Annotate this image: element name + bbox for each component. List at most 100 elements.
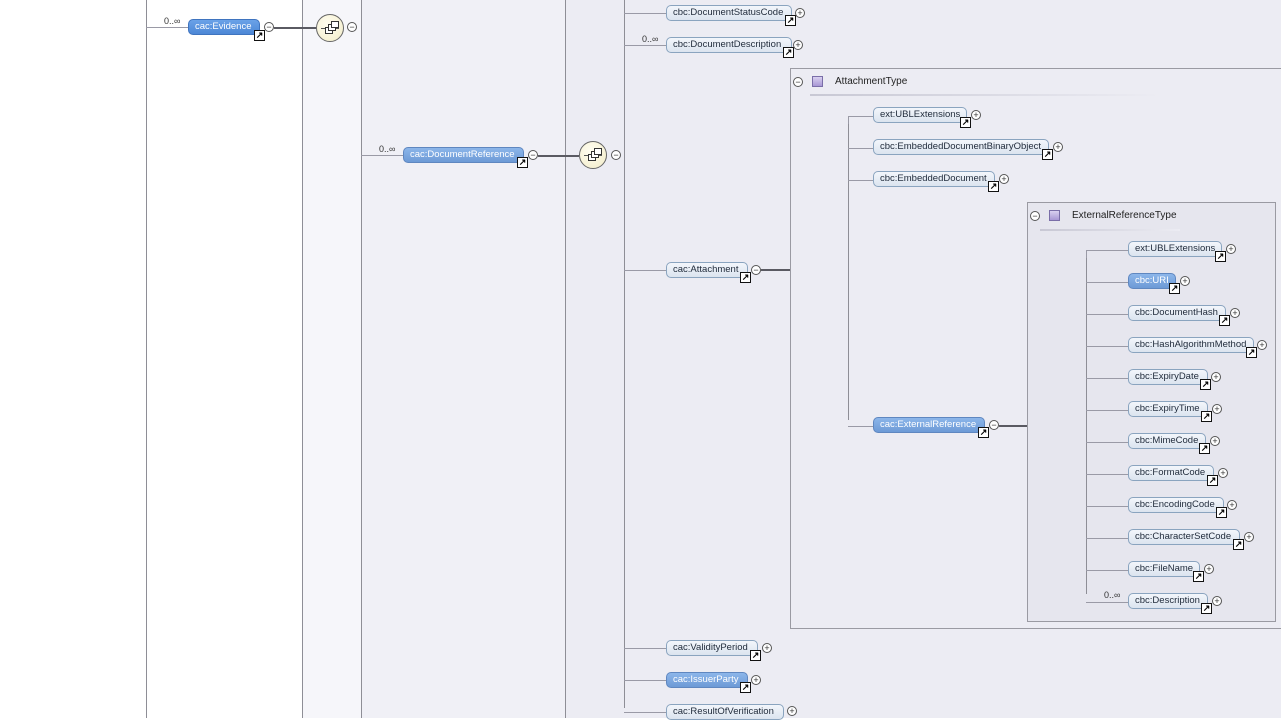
issuer-party-reference-icon[interactable]: ↗ <box>740 682 751 693</box>
external-reference-type-collapse-icon[interactable]: − <box>1030 211 1040 221</box>
external-reference-node[interactable]: cac:ExternalReference <box>873 417 985 433</box>
erc-expiry-time-label: cbc:ExpiryTime <box>1135 403 1200 414</box>
validity-period-reference-icon[interactable]: ↗ <box>750 650 761 661</box>
document-reference-node[interactable]: cac:DocumentReference <box>403 147 524 163</box>
attachment-node[interactable]: cac:Attachment <box>666 262 748 278</box>
erc-file-name-reference-icon[interactable]: ↗ <box>1193 571 1204 582</box>
evidence-reference-icon[interactable]: ↗ <box>254 30 265 41</box>
erc-document-hash-label: cbc:DocumentHash <box>1135 307 1218 318</box>
evidence-collapse-icon[interactable]: − <box>264 22 274 32</box>
document-description-node[interactable]: cbc:DocumentDescription <box>666 37 792 53</box>
validity-period-expand-icon[interactable]: + <box>762 643 772 653</box>
result-of-verification-node[interactable]: cac:ResultOfVerification <box>666 704 784 720</box>
erc-expiry-date-reference-icon[interactable]: ↗ <box>1200 379 1211 390</box>
erc-uri-node[interactable]: cbc:URI <box>1128 273 1176 289</box>
embedded-document-node[interactable]: cbc:EmbeddedDocument <box>873 171 995 187</box>
erc-ubl-extensions-label: ext:UBLExtensions <box>1135 243 1216 254</box>
attachment-collapse-icon[interactable]: − <box>751 265 761 275</box>
embedded-document-reference-icon[interactable]: ↗ <box>988 181 999 192</box>
erc-description-expand-icon[interactable]: + <box>1212 596 1222 606</box>
erc-hash-algorithm-reference-icon[interactable]: ↗ <box>1246 347 1257 358</box>
erc-uri-reference-icon[interactable]: ↗ <box>1169 283 1180 294</box>
attachment-trunk-cap <box>848 116 849 124</box>
erc-file-name-expand-icon[interactable]: + <box>1204 564 1214 574</box>
erc-document-hash-expand-icon[interactable]: + <box>1230 308 1240 318</box>
attachment-to-sequence-line <box>761 269 803 271</box>
issuer-party-label: cac:IssuerParty <box>673 674 739 685</box>
issuer-party-expand-icon[interactable]: + <box>751 675 761 685</box>
erc-mime-code-reference-icon[interactable]: ↗ <box>1199 443 1210 454</box>
validity-period-node[interactable]: cac:ValidityPeriod <box>666 640 758 656</box>
erc-format-code-node[interactable]: cbc:FormatCode <box>1128 465 1214 481</box>
document-reference-collapse-icon[interactable]: − <box>528 150 538 160</box>
erc-character-set-code-reference-icon[interactable]: ↗ <box>1233 539 1244 550</box>
document-description-expand-icon[interactable]: + <box>793 40 803 50</box>
attachment-trunk-top <box>848 116 873 117</box>
erc-description-reference-icon[interactable]: ↗ <box>1201 603 1212 614</box>
embedded-binary-node[interactable]: cbc:EmbeddedDocumentBinaryObject <box>873 139 1049 155</box>
erc-encoding-code-expand-icon[interactable]: + <box>1227 500 1237 510</box>
evidence-sequence-icon[interactable] <box>316 14 344 42</box>
attachment-ubl-extensions-node[interactable]: ext:UBLExtensions <box>873 107 967 123</box>
erc-expiry-date-node[interactable]: cbc:ExpiryDate <box>1128 369 1208 385</box>
document-description-connector <box>624 45 666 46</box>
document-status-code-expand-icon[interactable]: + <box>795 8 805 18</box>
erc-file-name-node[interactable]: cbc:FileName <box>1128 561 1200 577</box>
issuer-party-node[interactable]: cac:IssuerParty <box>666 672 748 688</box>
erc-mime-code-expand-icon[interactable]: + <box>1210 436 1220 446</box>
embedded-binary-reference-icon[interactable]: ↗ <box>1042 149 1053 160</box>
document-reference-reference-icon[interactable]: ↗ <box>517 157 528 168</box>
erc-expiry-time-reference-icon[interactable]: ↗ <box>1201 411 1212 422</box>
erc-mime-code-node[interactable]: cbc:MimeCode <box>1128 433 1206 449</box>
erc-format-code-expand-icon[interactable]: + <box>1218 468 1228 478</box>
erc-format-code-connector <box>1086 474 1128 475</box>
erc-hash-algorithm-label: cbc:HashAlgorithmMethod <box>1135 339 1247 350</box>
evidence-sequence-collapse-icon[interactable]: − <box>347 22 357 32</box>
erc-format-code-reference-icon[interactable]: ↗ <box>1207 475 1218 486</box>
document-status-code-reference-icon[interactable]: ↗ <box>785 15 796 26</box>
erc-encoding-code-reference-icon[interactable]: ↗ <box>1216 507 1227 518</box>
erc-character-set-code-expand-icon[interactable]: + <box>1244 532 1254 542</box>
document-description-reference-icon[interactable]: ↗ <box>783 47 794 58</box>
result-of-verification-connector <box>624 712 666 713</box>
erc-description-node[interactable]: cbc:Description <box>1128 593 1208 609</box>
erc-file-name-connector <box>1086 570 1128 571</box>
document-status-code-node[interactable]: cbc:DocumentStatusCode <box>666 5 792 21</box>
erc-expiry-date-expand-icon[interactable]: + <box>1211 372 1221 382</box>
embedded-document-label: cbc:EmbeddedDocument <box>880 173 987 184</box>
external-reference-type-icon <box>1049 210 1060 221</box>
erc-character-set-code-node[interactable]: cbc:CharacterSetCode <box>1128 529 1240 545</box>
document-reference-sequence-icon[interactable] <box>579 141 607 169</box>
erc-uri-expand-icon[interactable]: + <box>1180 276 1190 286</box>
embedded-binary-expand-icon[interactable]: + <box>1053 142 1063 152</box>
attachment-ubl-extensions-expand-icon[interactable]: + <box>971 110 981 120</box>
erc-mime-code-connector <box>1086 442 1128 443</box>
document-reference-to-sequence-line <box>538 155 579 157</box>
erc-mime-code-label: cbc:MimeCode <box>1135 435 1199 446</box>
result-of-verification-expand-icon[interactable]: + <box>787 706 797 716</box>
erc-format-code-label: cbc:FormatCode <box>1135 467 1206 478</box>
erc-expiry-date-connector <box>1086 378 1128 379</box>
embedded-document-expand-icon[interactable]: + <box>999 174 1009 184</box>
evidence-node[interactable]: cac:Evidence <box>188 19 260 35</box>
attachment-reference-icon[interactable]: ↗ <box>740 272 751 283</box>
document-reference-sequence-collapse-icon[interactable]: − <box>611 150 621 160</box>
erc-ubl-extensions-reference-icon[interactable]: ↗ <box>1215 251 1226 262</box>
attachment-connector <box>624 270 666 271</box>
attachment-ubl-extensions-reference-icon[interactable]: ↗ <box>960 117 971 128</box>
erc-expiry-time-node[interactable]: cbc:ExpiryTime <box>1128 401 1208 417</box>
erc-trunk-top <box>1086 250 1128 251</box>
erc-hash-algorithm-expand-icon[interactable]: + <box>1257 340 1267 350</box>
erc-ubl-extensions-expand-icon[interactable]: + <box>1226 244 1236 254</box>
erc-expiry-time-expand-icon[interactable]: + <box>1212 404 1222 414</box>
erc-hash-algorithm-node[interactable]: cbc:HashAlgorithmMethod <box>1128 337 1254 353</box>
erc-document-hash-node[interactable]: cbc:DocumentHash <box>1128 305 1226 321</box>
result-of-verification-label: cac:ResultOfVerification <box>673 706 774 717</box>
embedded-document-connector <box>848 180 873 181</box>
external-reference-reference-icon[interactable]: ↗ <box>978 427 989 438</box>
erc-encoding-code-node[interactable]: cbc:EncodingCode <box>1128 497 1224 513</box>
attachment-type-collapse-icon[interactable]: − <box>793 77 803 87</box>
external-reference-collapse-icon[interactable]: − <box>989 420 999 430</box>
erc-document-hash-reference-icon[interactable]: ↗ <box>1219 315 1230 326</box>
erc-ubl-extensions-node[interactable]: ext:UBLExtensions <box>1128 241 1222 257</box>
